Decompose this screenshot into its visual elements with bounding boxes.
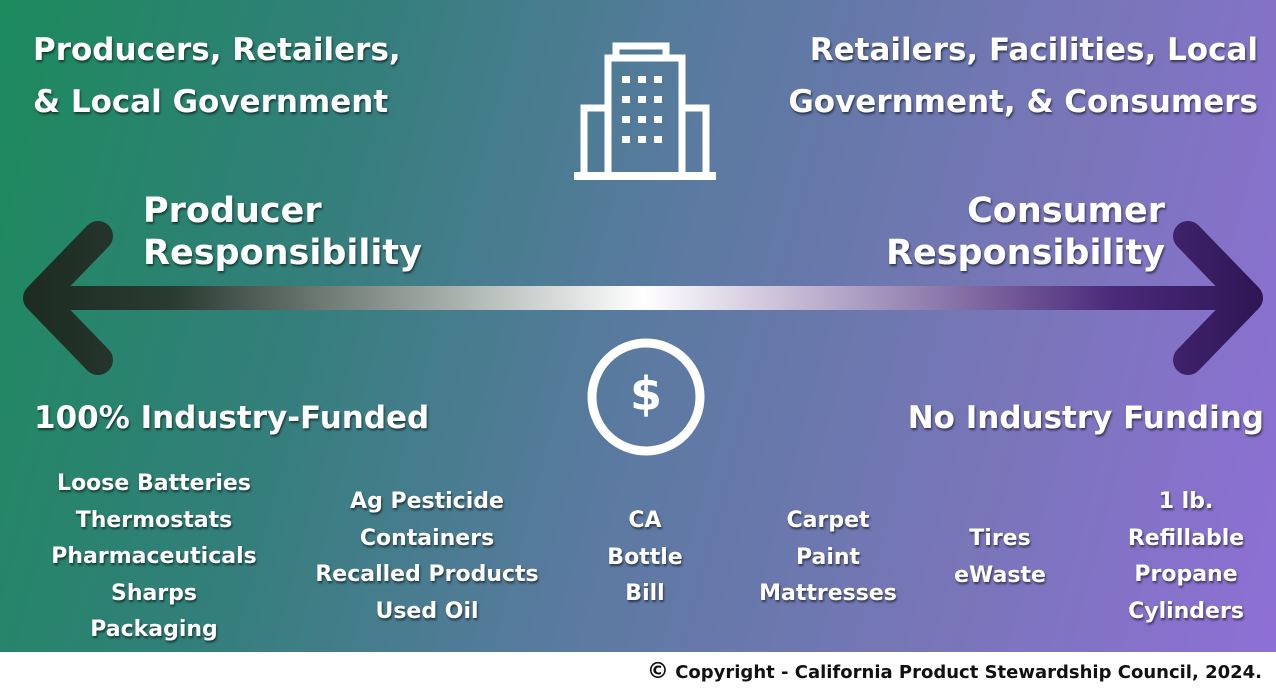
product-group-2: Ag Pesticide Containers Recalled Product…	[301, 484, 553, 630]
list-item: Pharmaceuticals	[51, 544, 257, 570]
list-item: Ag Pesticide	[350, 489, 504, 514]
list-item: Loose Batteries	[57, 471, 251, 496]
list-item: Packaging	[90, 617, 218, 643]
product-group-3: CA Bottle Bill	[585, 503, 705, 613]
list-item: Refillable	[1127, 525, 1245, 551]
list-item: CA	[628, 508, 662, 533]
list-item: Thermostats	[75, 507, 233, 533]
product-group-1: Loose Batteries Thermostats Pharmaceutic…	[34, 466, 274, 649]
list-item: Tires	[969, 526, 1031, 551]
product-group-6: 1 lb. Refillable Propane Cylinders	[1110, 484, 1262, 630]
list-item: Bottle	[607, 544, 683, 570]
copyright-symbol: ©	[646, 659, 669, 684]
right-header: Retailers, Facilities, Local Government,…	[788, 32, 1258, 120]
product-group-4: Carpet Paint Mattresses	[745, 503, 911, 613]
list-item: Bill	[625, 581, 665, 607]
building-icon	[574, 42, 716, 180]
list-item: Cylinders	[1128, 598, 1244, 624]
copyright-footer: © Copyright - California Product Steward…	[0, 652, 1276, 692]
left-header: Producers, Retailers, & Local Government	[33, 32, 401, 120]
product-group-5: Tires eWaste	[935, 521, 1065, 594]
left-funding-label: 100% Industry-Funded	[34, 400, 430, 436]
list-item: Used Oil	[375, 598, 479, 624]
list-item: Containers	[359, 525, 495, 551]
list-item: eWaste	[954, 562, 1046, 588]
right-funding-label: No Industry Funding	[907, 400, 1264, 436]
copyright-text: Copyright - California Product Stewardsh…	[675, 662, 1262, 683]
list-item: Sharps	[110, 580, 198, 606]
consumer-responsibility-label: Consumer Responsibility	[886, 191, 1165, 273]
list-item: Carpet	[786, 508, 870, 533]
list-item: Paint	[795, 544, 861, 570]
list-item: Propane	[1134, 562, 1238, 588]
list-item: 1 lb.	[1158, 489, 1214, 514]
list-item: Mattresses	[759, 581, 897, 607]
dollar-symbol: $	[629, 367, 662, 421]
producer-responsibility-label: Producer Responsibility	[143, 191, 422, 273]
dollar-circle-icon	[587, 338, 705, 456]
list-item: Recalled Products	[315, 562, 539, 588]
